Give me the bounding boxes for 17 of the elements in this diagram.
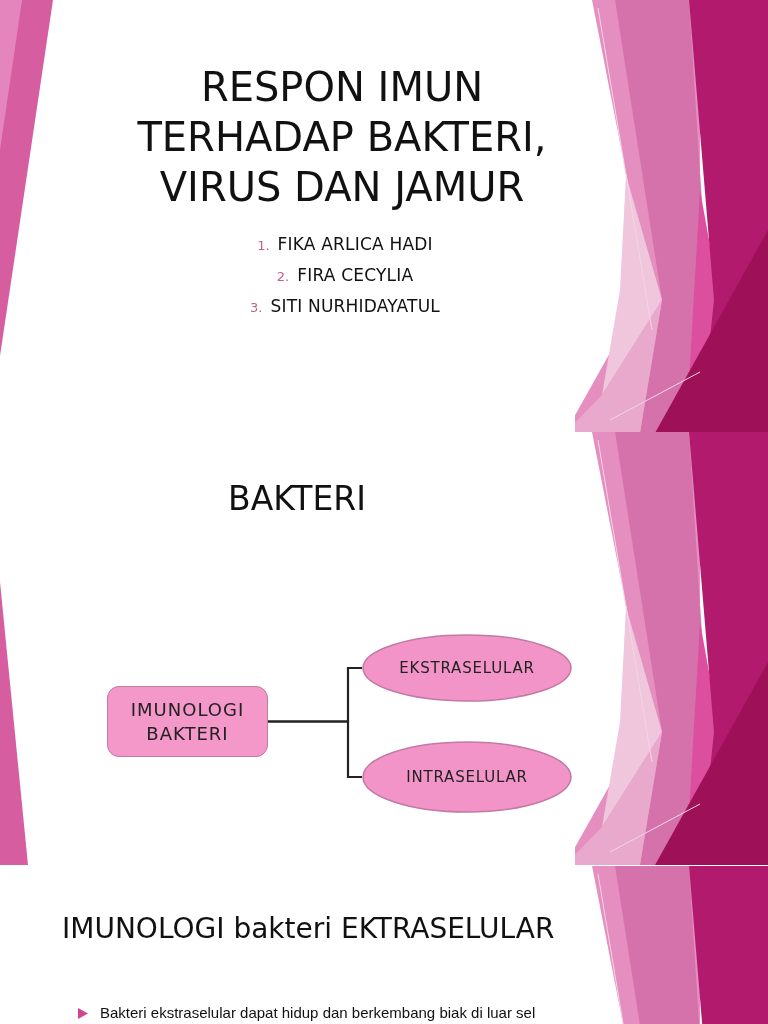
oval-node bbox=[362, 634, 572, 702]
bullet-text: Bakteri ekstraselular dapat hidup dan berkembang biak di luar sel bbox=[100, 1004, 536, 1022]
list-number: 1. bbox=[257, 238, 270, 253]
node-label: EKSTRASELULAR bbox=[399, 658, 535, 678]
author-name: SITI NURHIDAYATUL bbox=[270, 296, 440, 316]
slide-heading: BAKTERI bbox=[228, 479, 366, 519]
node-label: INTRASELULAR bbox=[406, 767, 528, 787]
oval-node bbox=[362, 741, 572, 813]
list-number: 3. bbox=[250, 300, 263, 315]
slide-heading: IMUNOLOGI bakteri EKTRASELULAR bbox=[62, 911, 555, 947]
author-name: FIRA CECYLIA bbox=[297, 265, 414, 285]
author-name: FIKA ARLICA HADI bbox=[277, 234, 433, 254]
rounded-box-node bbox=[107, 686, 268, 757]
connector-line bbox=[268, 720, 362, 779]
slide-title: RESPON IMUN TERHADAP BAKTERI, VIRUS DAN JAMUR bbox=[136, 63, 548, 212]
node-label: IMUNOLOGI BAKTERI bbox=[129, 697, 246, 746]
list-number: 2. bbox=[276, 269, 290, 284]
